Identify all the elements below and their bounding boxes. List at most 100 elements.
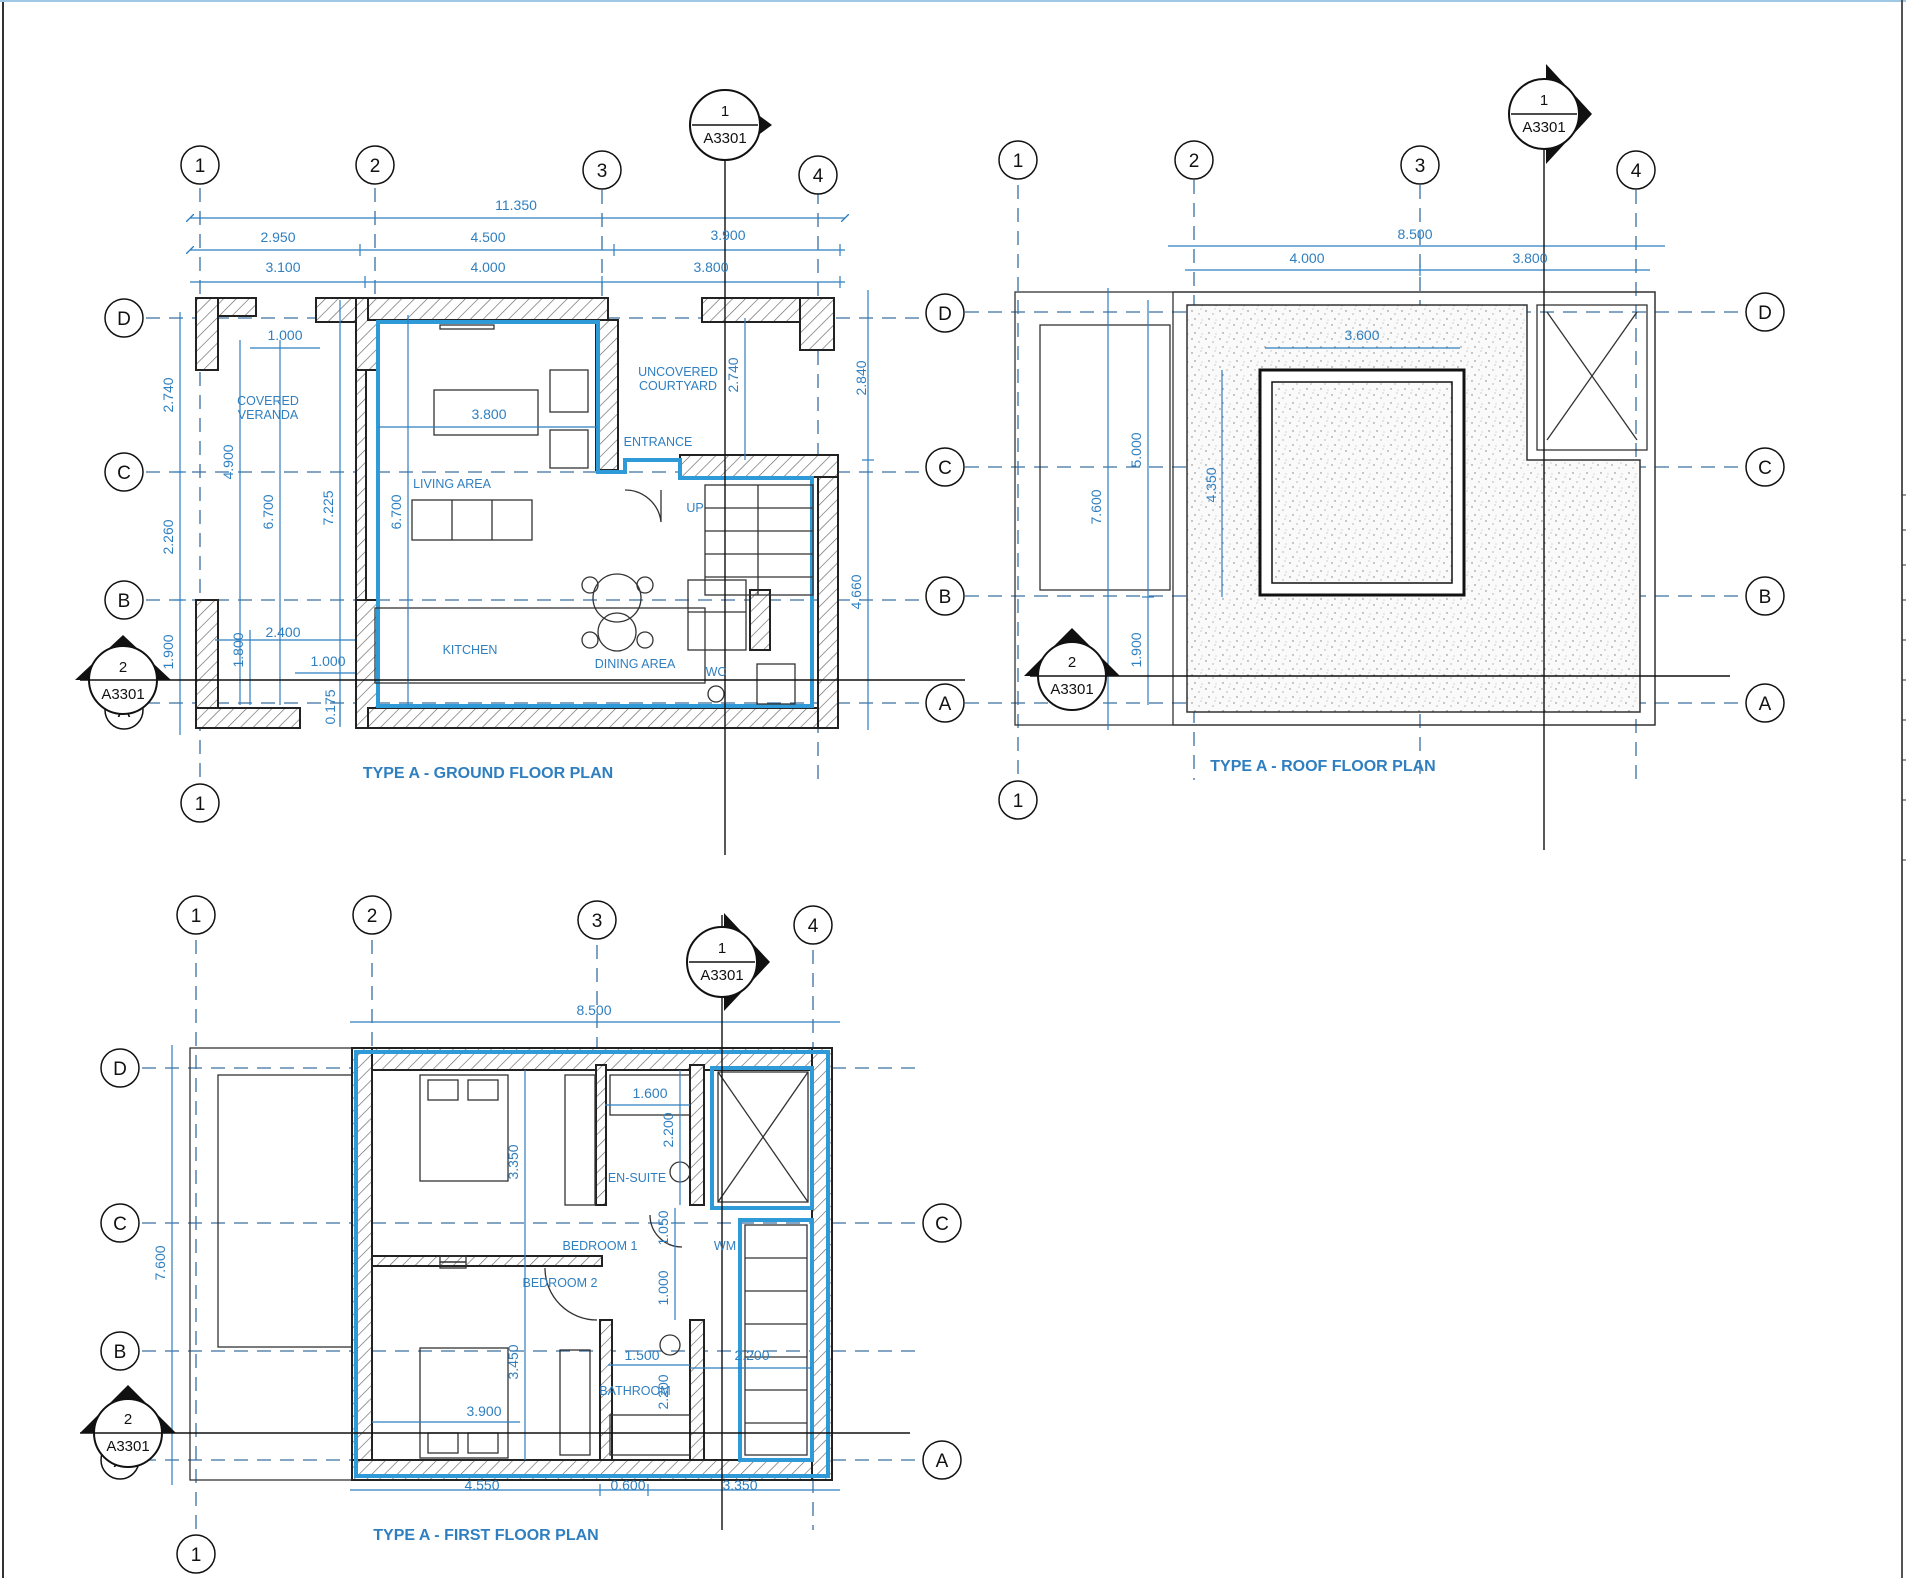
ground-grid-bubbles: 1 2 3 4 1 D C B A D C B A xyxy=(104,145,965,823)
first-dim-1600: 1.600 xyxy=(632,1085,667,1101)
section-marker-1-roof: 1 A3301 xyxy=(1508,64,1592,164)
first-dim-7600: 7.600 xyxy=(152,1245,168,1280)
room-label-wc: WC xyxy=(706,665,727,679)
first-insulation-line xyxy=(354,1050,830,1478)
ground-dim-mid3: 3.800 xyxy=(693,259,728,275)
ground-dim-4900: 4.900 xyxy=(220,444,236,479)
grid-label: 1 xyxy=(195,794,206,815)
room-label-bedroom2: BEDROOM 2 xyxy=(522,1276,597,1290)
grid-label: D xyxy=(117,309,131,330)
room-label-courtyard: COURTYARD xyxy=(639,379,717,393)
ground-dim-right-4660: 4.660 xyxy=(848,574,864,609)
roof-dim-4350: 4.350 xyxy=(1203,467,1219,502)
first-floor-plan: 8.500 7.600 3.350 1.600 2.200 1.050 1.00… xyxy=(80,895,962,1574)
room-label-up: UP xyxy=(686,501,703,515)
grid-bubble xyxy=(925,447,965,487)
ground-dim-1000b: 1.000 xyxy=(310,653,345,669)
section-sheet-ref: A3301 xyxy=(700,967,743,984)
grid-bubble xyxy=(925,683,965,723)
grid-label: 2 xyxy=(370,156,381,177)
grid-bubble xyxy=(100,1048,140,1088)
roof-plan-title: TYPE A - ROOF FLOOR PLAN xyxy=(1210,758,1435,775)
ground-dim-6700a: 6.700 xyxy=(260,494,276,529)
grid-bubble xyxy=(1745,576,1785,616)
section-number: 2 xyxy=(1068,654,1076,671)
grid-label: 2 xyxy=(367,906,378,927)
grid-label: A xyxy=(939,694,952,715)
first-plan-title: TYPE A - FIRST FLOOR PLAN xyxy=(373,1527,598,1544)
section-sheet-ref: A3301 xyxy=(1050,681,1093,698)
grid-label: 3 xyxy=(597,161,608,182)
grid-label: 1 xyxy=(1013,151,1024,172)
grid-label: 4 xyxy=(813,166,824,187)
roof-dim-7600: 7.600 xyxy=(1088,489,1104,524)
first-dim-4550: 4.550 xyxy=(464,1477,499,1493)
grid-label: 3 xyxy=(1415,156,1426,177)
grid-bubble xyxy=(998,140,1038,180)
ground-dim-mid1: 3.100 xyxy=(265,259,300,275)
section-sheet-ref: A3301 xyxy=(106,1438,149,1455)
grid-bubble xyxy=(1745,292,1785,332)
first-dim-3900: 3.900 xyxy=(466,1403,501,1419)
first-walls xyxy=(351,1047,833,1481)
ground-grid-lines xyxy=(146,188,925,780)
ground-dim-living-3800: 3.800 xyxy=(471,406,506,422)
grid-bubble xyxy=(998,780,1038,820)
grid-bubble xyxy=(1616,150,1656,190)
ground-dimension-lines xyxy=(174,218,874,735)
grid-bubble xyxy=(104,452,144,492)
grid-bubble xyxy=(925,293,965,333)
room-label-bathroom: BATHROOM xyxy=(599,1384,670,1398)
first-dim-1500: 1.500 xyxy=(624,1347,659,1363)
room-label-ensuite: EN-SUITE xyxy=(608,1171,666,1185)
grid-label: 1 xyxy=(191,1545,202,1566)
grid-label: C xyxy=(938,458,952,479)
first-dim-1050: 1.050 xyxy=(655,1210,671,1245)
ground-dim-mid2: 4.000 xyxy=(470,259,505,275)
grid-bubble xyxy=(922,1203,962,1243)
room-label-dining: DINING AREA xyxy=(595,657,676,671)
section-marker-2-first: 2 A3301 xyxy=(80,1385,176,1468)
room-label-living: LIVING AREA xyxy=(413,477,491,491)
ground-dim-2400: 2.400 xyxy=(265,624,300,640)
grid-bubble xyxy=(925,576,965,616)
room-label-covered: COVERED xyxy=(237,394,299,408)
section-marker-1-first: 1 A3301 xyxy=(686,913,770,1011)
roof-dim-1900: 1.900 xyxy=(1128,632,1144,667)
grid-bubble xyxy=(1745,447,1785,487)
ground-dim-right-2840: 2.840 xyxy=(853,360,869,395)
first-dim-1000: 1.000 xyxy=(655,1270,671,1305)
first-dim-3350: 3.350 xyxy=(505,1144,521,1179)
grid-bubble xyxy=(176,1534,216,1574)
ground-dim-6700b: 6.700 xyxy=(388,494,404,529)
section-number: 1 xyxy=(721,103,729,120)
roof-dim-inner: 3.600 xyxy=(1344,327,1379,343)
grid-label: C xyxy=(117,463,131,484)
first-dim-0600: 0.600 xyxy=(610,1477,645,1493)
roof-dim-d2: 3.800 xyxy=(1512,250,1547,266)
roof-floor-plan: 8.500 4.000 3.800 3.600 7.600 5.000 4.35… xyxy=(965,64,1785,850)
room-label-wm: WM xyxy=(714,1239,736,1253)
ground-dim-left-2740: 2.740 xyxy=(160,377,176,412)
ground-dim-top1: 2.950 xyxy=(260,229,295,245)
title-block-ticks xyxy=(1902,494,1906,861)
first-dim-2200b: 2.200 xyxy=(734,1347,769,1363)
grid-label: B xyxy=(118,591,131,612)
ground-dim-left-1900: 1.900 xyxy=(160,634,176,669)
grid-label: B xyxy=(114,1342,127,1363)
section-number: 1 xyxy=(718,940,726,957)
ground-furniture xyxy=(374,324,814,705)
roof-dim-overall: 8.500 xyxy=(1397,226,1432,242)
section-number: 1 xyxy=(1540,92,1548,109)
ground-dim-left-2260: 2.260 xyxy=(160,519,176,554)
grid-label: 1 xyxy=(195,156,206,177)
ground-dim-top3: 3.900 xyxy=(710,227,745,243)
grid-bubble xyxy=(1174,140,1214,180)
grid-bubble xyxy=(176,895,216,935)
first-dim-overall: 8.500 xyxy=(576,1002,611,1018)
grid-label: C xyxy=(113,1214,127,1235)
roof-dim-5000: 5.000 xyxy=(1128,432,1144,467)
grid-bubble xyxy=(180,145,220,185)
grid-label: A xyxy=(936,1451,949,1472)
